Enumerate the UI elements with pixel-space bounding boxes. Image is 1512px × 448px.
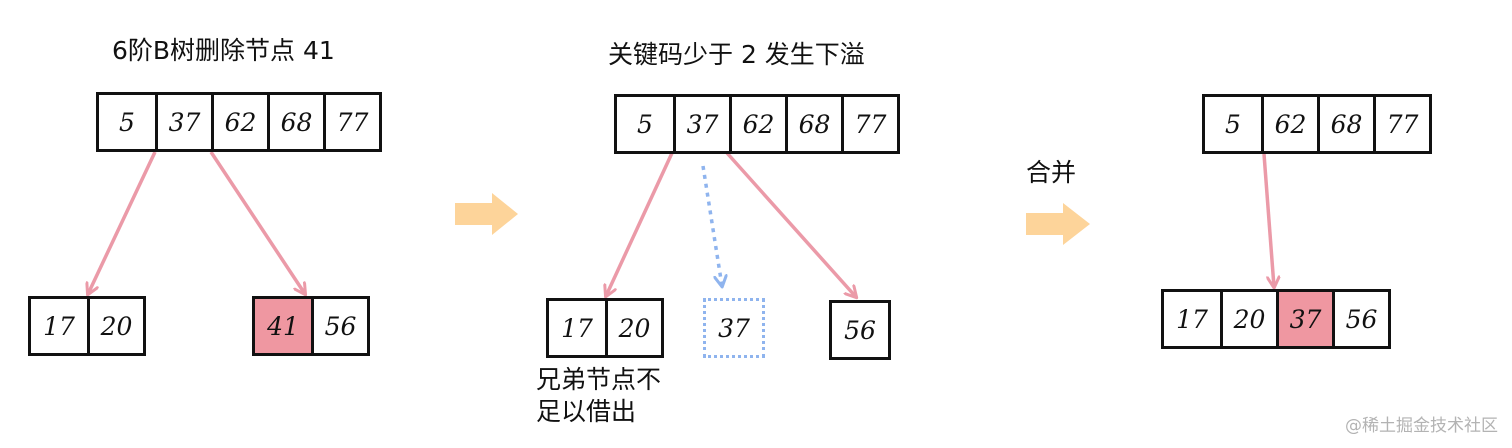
pulled-down-key-cell: 37 xyxy=(1276,292,1332,346)
key-cell: 37 xyxy=(155,95,211,149)
panel2-root-node: 5 37 62 68 77 xyxy=(614,94,900,154)
link-p2-key-to-parent-dotted xyxy=(701,165,722,286)
panel2-moving-key-node: 37 xyxy=(703,298,765,358)
key-cell: 17 xyxy=(1176,304,1208,334)
key-cell: 68 xyxy=(267,95,323,149)
key-cell: 62 xyxy=(729,97,785,151)
transition-arrow-1 xyxy=(455,193,518,235)
panel3-root-node: 5 62 68 77 xyxy=(1202,94,1432,154)
key-cell: 17 xyxy=(561,313,593,343)
panel2-note-line1: 兄弟节点不 xyxy=(536,365,662,394)
key-cell: 77 xyxy=(1373,97,1429,151)
key-cell: 5 xyxy=(119,107,135,137)
panel1-right-child-node: 41 56 xyxy=(252,296,370,356)
key-cell: 62 xyxy=(1261,97,1317,151)
link-p2-root-to-right xyxy=(725,151,856,297)
key-cell: 62 xyxy=(211,95,267,149)
link-p1-root-to-left xyxy=(88,151,157,294)
panel2-right-child-node: 56 xyxy=(829,300,891,360)
key-cell: 37 xyxy=(673,97,729,151)
key-cell: 77 xyxy=(841,97,897,151)
key-cell: 56 xyxy=(311,299,367,353)
key-cell: 20 xyxy=(87,299,143,353)
panel1-caption: 6阶B树删除节点 41 xyxy=(112,36,335,65)
key-cell: 5 xyxy=(637,109,653,139)
key-cell: 56 xyxy=(1332,292,1388,346)
key-cell: 68 xyxy=(785,97,841,151)
panel1-left-child-node: 17 20 xyxy=(28,296,146,356)
key-cell: 56 xyxy=(844,315,876,345)
panel2-note-line2: 足以借出 xyxy=(536,397,637,426)
link-p2-root-to-left xyxy=(606,152,674,296)
transition-arrow-2 xyxy=(1026,203,1090,245)
watermark: @稀土掘金技术社区 xyxy=(1345,416,1498,436)
key-cell: 20 xyxy=(605,301,661,355)
key-cell: 20 xyxy=(1220,292,1276,346)
link-p3-root-to-child xyxy=(1262,153,1274,287)
key-cell: 77 xyxy=(323,95,379,149)
key-cell: 5 xyxy=(1225,109,1241,139)
panel2-caption: 关键码少于 2 发生下溢 xyxy=(608,40,865,69)
key-cell: 68 xyxy=(1317,97,1373,151)
panel2-note: 兄弟节点不 足以借出 xyxy=(536,364,661,428)
merge-label: 合并 xyxy=(1026,158,1077,187)
deleted-key-cell: 41 xyxy=(255,299,311,353)
panel1-root-node: 5 37 62 68 77 xyxy=(96,92,382,152)
link-p1-root-to-right xyxy=(209,151,305,294)
key-cell: 17 xyxy=(43,311,75,341)
panel3-merged-child-node: 17 20 37 56 xyxy=(1161,289,1391,349)
panel2-left-child-node: 17 20 xyxy=(546,298,664,358)
moving-key-cell: 37 xyxy=(718,313,750,343)
